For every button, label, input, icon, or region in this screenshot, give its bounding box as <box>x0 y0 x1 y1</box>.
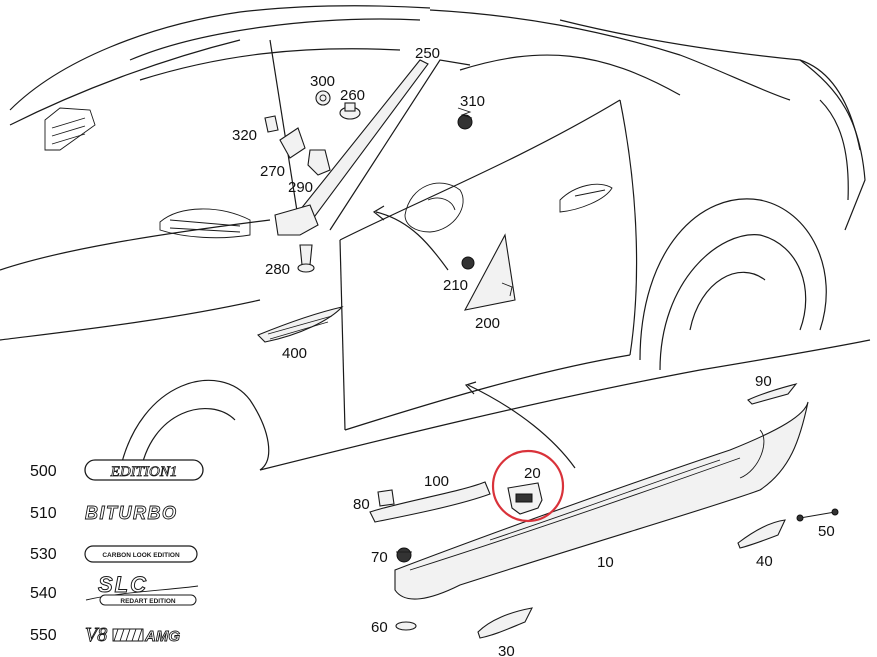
callout-labels: 250 300 260 310 320 270 290 280 210 200 … <box>232 45 835 657</box>
badge-carbon-plate <box>84 545 198 563</box>
side-mirror <box>404 182 464 233</box>
badge-number-550: 550 <box>30 627 57 644</box>
callout-60: 60 <box>371 619 388 636</box>
badge-number-540: 540 <box>30 585 57 602</box>
nut-210 <box>461 256 475 270</box>
trim-piece-90 <box>747 383 798 405</box>
fastener-50 <box>796 508 839 522</box>
badge-slc-plate <box>99 594 197 606</box>
grommet-60 <box>395 621 417 631</box>
badge-number-510: 510 <box>30 505 57 522</box>
callout-80: 80 <box>353 496 370 513</box>
callout-40: 40 <box>756 553 773 570</box>
trim-piece-30 <box>477 607 533 639</box>
door-handle <box>559 183 613 213</box>
hood-vent-front <box>44 107 96 151</box>
callout-20: 20 <box>524 465 541 482</box>
callout-310: 310 <box>460 93 485 110</box>
side-gill-part <box>257 306 344 343</box>
callout-30: 30 <box>498 643 515 657</box>
badge-carbon-text: CARBON LOOK EDITION <box>102 552 180 559</box>
callout-260: 260 <box>340 87 365 104</box>
callout-290: 290 <box>288 179 313 196</box>
bracket-290 <box>307 149 331 176</box>
arrow-upper-head <box>372 205 385 221</box>
clip-70 <box>396 547 412 563</box>
clip-80 <box>377 489 395 507</box>
callout-50: 50 <box>818 523 835 540</box>
badge-legend: 500 EDITION1 510 BITURBO 530 CARBON LOOK… <box>30 459 204 646</box>
rivet-320 <box>264 115 279 133</box>
trim-piece-40 <box>737 519 786 549</box>
badge-edition1-plate <box>84 459 204 481</box>
arrow-lower-head <box>464 381 477 395</box>
badge-number-500: 500 <box>30 463 57 480</box>
callout-300: 300 <box>310 73 335 90</box>
callout-70: 70 <box>371 549 388 566</box>
callout-200: 200 <box>475 315 500 332</box>
callout-250: 250 <box>415 45 440 62</box>
car-outline <box>0 5 871 476</box>
arrow-lower <box>467 384 576 469</box>
callout-270: 270 <box>260 163 285 180</box>
callout-10: 10 <box>597 554 614 571</box>
callout-400: 400 <box>282 345 307 362</box>
arrow-upper <box>375 211 449 271</box>
badge-slc-text: SLC <box>98 572 148 597</box>
clip-20 <box>507 482 543 515</box>
screw-310 <box>457 107 473 130</box>
bracket-270 <box>279 127 306 159</box>
badge-slc-swoosh <box>85 585 199 601</box>
side-sill-part <box>394 401 809 600</box>
badge-edition1-text: EDITION1 <box>110 464 178 480</box>
screw-280 <box>297 244 315 273</box>
clip-260 <box>339 102 361 120</box>
clip-300 <box>315 90 331 106</box>
sill-trim-100 <box>369 481 491 523</box>
triangle-trim-200 <box>463 233 516 311</box>
highlight-circle <box>491 449 565 523</box>
callout-320: 320 <box>232 127 257 144</box>
badge-biturbo-text: BITURBO <box>85 503 178 523</box>
callout-210: 210 <box>443 277 468 294</box>
badge-amg-stripes <box>112 628 144 642</box>
callout-280: 280 <box>265 261 290 278</box>
a-pillar-trim-part <box>274 59 429 236</box>
callout-90: 90 <box>755 373 772 390</box>
badge-amg-text: AMG <box>144 628 180 645</box>
badge-v8-text: V8 <box>85 624 107 646</box>
badge-slc-subtext: REDART EDITION <box>120 598 176 605</box>
callout-100: 100 <box>424 473 449 490</box>
badge-number-530: 530 <box>30 546 57 563</box>
